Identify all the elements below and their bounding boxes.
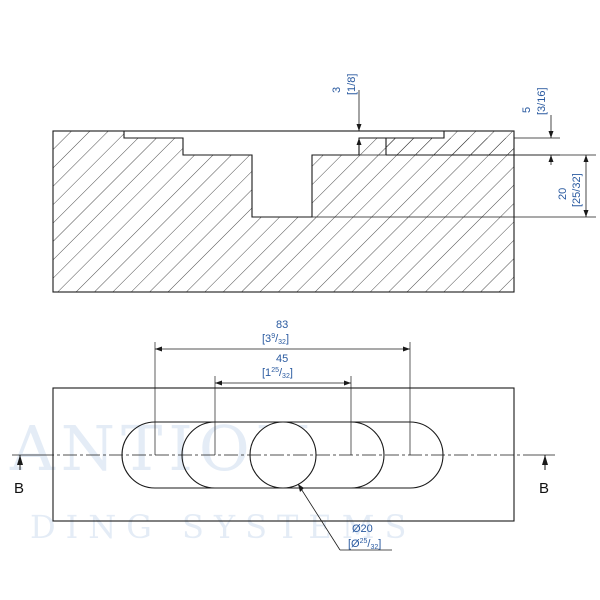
slot-inner: [181, 421, 385, 489]
dim-depth-3: 3 [1/8]: [331, 74, 362, 150]
dim-5-inch: [3/16]: [536, 87, 548, 115]
dim-depth-5: 5 [3/16]: [514, 87, 560, 165]
dim-5-mm: 5: [521, 107, 533, 113]
watermark-line-2: DING SYSTEMS: [30, 508, 416, 546]
slot-outer: [121, 421, 444, 489]
section-label-right: B: [539, 480, 549, 497]
dim-dia-inch: [Ø25/32]: [348, 538, 381, 551]
dim-45-mm: 45: [276, 353, 288, 365]
dim-diameter-20: Ø20 [Ø25/32]: [297, 483, 392, 551]
dim-83-mm: 83: [276, 319, 288, 331]
section-label-left: B: [14, 480, 24, 497]
dim-3-mm: 3: [331, 87, 343, 93]
dim-depth-20: 20 [25/32]: [312, 154, 596, 218]
section-step-outline-left: [53, 130, 359, 218]
section-lip-right: [386, 138, 514, 155]
dim-3-inch: [1/8]: [346, 74, 358, 95]
dim-20-mm: 20: [557, 188, 569, 200]
plan-outline: [52, 387, 515, 522]
dim-83-inch: [39/32]: [262, 333, 289, 346]
section-outline: [52, 130, 515, 293]
section-marker-right: B: [530, 454, 555, 497]
dim-dia-mm: Ø20: [352, 523, 373, 535]
plan-view: [40, 387, 530, 522]
dim-20-inch: [25/32]: [571, 173, 583, 207]
section-marker-left: B: [12, 454, 40, 497]
dim-45-inch: [125/32]: [262, 367, 293, 380]
dim-span-83: 83 [39/32]: [154, 319, 411, 455]
dim-span-45: 45 [125/32]: [214, 353, 352, 455]
